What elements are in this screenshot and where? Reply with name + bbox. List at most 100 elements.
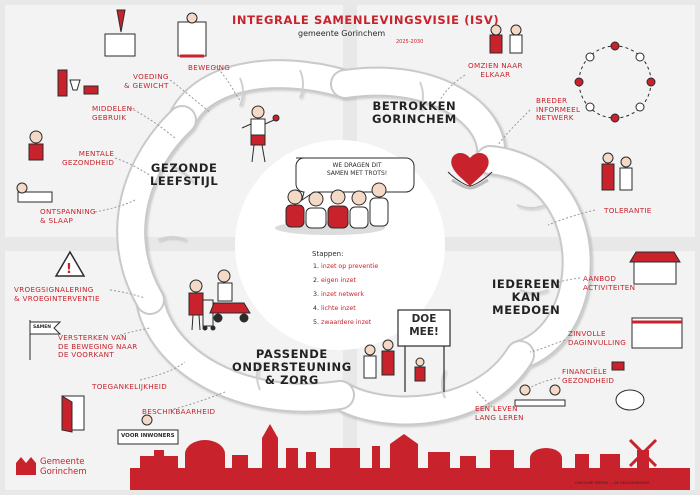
label-middelengebruik: MIDDELEN- GEBRUIK	[92, 104, 136, 122]
sign-line: MEE!	[409, 326, 439, 338]
label-line: BREDER	[536, 96, 568, 105]
label-line: NETWERK	[536, 113, 574, 123]
gorinchem-skyline	[130, 424, 690, 490]
label-line: & SLAAP	[40, 215, 74, 225]
label-toegankelijkheid: TOEGANKELIJKHEID	[92, 382, 168, 391]
label-line: AANBOD	[583, 274, 617, 283]
segment-passende-ondersteuning: PASSENDE ONDERSTEUNING & ZORG	[232, 348, 352, 387]
step-item: 3. inzet netwerk	[313, 291, 364, 298]
step-item: 2. eigen inzet	[313, 277, 356, 284]
segment-iedereen-kan-meedoen: IEDEREEN KAN MEEDOEN	[492, 278, 561, 317]
label-zinvolle-daginvulling: ZINVOLLE DAGINVULLING	[568, 329, 627, 347]
piggy-bank-icon	[611, 361, 645, 411]
sleeping-person-icon	[16, 182, 53, 203]
label-line: ONTSPANNING	[40, 207, 96, 216]
heart-hands-illustration	[447, 152, 493, 190]
label-vroegsignalering: VROEGSIGNALERING & VROEGINTERVENTIE	[14, 285, 100, 303]
athlete-illustration	[241, 105, 280, 163]
label-line: GEZONDHEID	[562, 375, 615, 385]
label-line: DE VOORKANT	[58, 350, 115, 360]
doe-mee-text: DOE MEE!	[402, 313, 446, 339]
network-circle-icon	[574, 41, 656, 123]
segment-line: & ZORG	[264, 373, 319, 387]
segment-line: GEZONDE	[150, 161, 218, 175]
sports-shoes-icon	[177, 12, 207, 58]
label-line: MIDDELEN-	[92, 104, 136, 113]
label-mentale-gezondheid: MENTALE GEZONDHEID	[62, 149, 115, 167]
label-line: GEBRUIK	[92, 112, 127, 122]
label-ontspanning-slaap: ONTSPANNING & SLAAP	[40, 207, 96, 225]
step-text: zwaardere inzet	[321, 319, 372, 326]
speech-line: SAMEN MET TROTS!	[326, 170, 388, 177]
doe-mee-sign	[397, 309, 451, 392]
gemeente-logo-icon	[16, 457, 36, 475]
label-voeding: VOEDING & GEWICHT	[124, 72, 169, 90]
family-illustration	[363, 339, 426, 382]
market-stall-icon	[629, 251, 681, 285]
wine-glass-icon	[57, 69, 99, 97]
page-subtitle: gemeente Gorinchem	[298, 29, 386, 38]
label-line: ACTIVITEITEN	[583, 282, 636, 292]
label-omzien-naar-elkaar: OMZIEN NAAR ELKAAR	[468, 61, 523, 79]
label-line: ELKAAR	[480, 69, 511, 79]
connector-lines	[94, 65, 596, 411]
step-text: inzet netwerk	[321, 291, 365, 298]
label-line: & VROEGINTERVENTIE	[14, 293, 100, 303]
step-item: 4. lichte inzet	[313, 305, 356, 312]
label-line: OMZIEN NAAR	[468, 61, 523, 70]
segment-gezonde-leefstijl: GEZONDE LEEFSTIJL	[150, 162, 218, 188]
learning-table-icon	[514, 384, 566, 407]
chain-ring	[116, 59, 592, 426]
footer-logo-text: Gemeente Gorinchem	[40, 457, 87, 477]
segment-line: KAN	[511, 290, 541, 304]
sign-voor-inwoners: VOOR INWONERS	[121, 433, 175, 439]
step-number: 4.	[313, 305, 320, 312]
label-line: DAGINVULLING	[568, 337, 627, 347]
segment-line: LEEFSTIJL	[150, 174, 219, 188]
label-line: VOEDING	[133, 72, 169, 81]
workshop-window-icon	[631, 317, 683, 349]
label-breder-informeel-netwerk: BREDER INFORMEEL NETWERK	[536, 96, 581, 123]
label-line: DE BEWEGING NAAR	[58, 341, 138, 351]
open-door-icon	[61, 395, 85, 433]
footer-credit: CAROLINE PEPERS — DE BEELDENMAKER	[575, 481, 650, 485]
warning-triangle-icon: !	[54, 250, 86, 277]
logo-line: Gorinchem	[40, 466, 87, 477]
label-line: VERSTERKEN VAN	[58, 333, 127, 342]
label-line: ZINVOLLE	[568, 329, 606, 338]
label-versterken: VERSTERKEN VAN DE BEWEGING NAAR DE VOORK…	[58, 333, 138, 360]
label-line: VROEGSIGNALERING	[14, 285, 94, 294]
helping-people-icon	[489, 24, 523, 54]
page-title: INTEGRALE SAMENLEVINGSVISIE (ISV)	[232, 13, 500, 27]
step-number: 2.	[313, 277, 320, 284]
label-line: EEN LEVEN	[475, 404, 518, 413]
segment-line: GORINCHEM	[372, 112, 457, 126]
label-tolerantie: TOLERANTIE	[604, 206, 652, 215]
logo-line: Gemeente	[40, 457, 85, 467]
steps-title: Stappen:	[312, 250, 344, 258]
segment-line: ONDERSTEUNING	[232, 360, 352, 374]
carrot-basket-icon	[104, 9, 136, 57]
label-aanbod-activiteiten: AANBOD ACTIVITEITEN	[583, 274, 636, 292]
speech-line: WE DRAGEN DIT	[332, 162, 382, 169]
thinking-person-icon	[28, 130, 44, 161]
label-line: INFORMEEL	[536, 104, 581, 114]
sign-line: DOE	[411, 313, 437, 325]
label-beweging: BEWEGING	[188, 63, 231, 72]
step-item: 5. zwaardere inzet	[313, 319, 371, 326]
label-line: LANG LEREN	[475, 412, 524, 422]
page-years: 2025-2030	[396, 39, 424, 45]
step-text: eigen inzet	[321, 277, 356, 284]
step-text: inzet op preventie	[321, 263, 379, 270]
signpost-icon	[117, 414, 179, 445]
segment-betrokken-gorinchem: BETROKKEN GORINCHEM	[372, 100, 457, 126]
svg-text:!: !	[66, 262, 72, 277]
segment-line: IEDEREEN	[492, 277, 561, 291]
step-text: lichte inzet	[321, 305, 356, 312]
step-item: 1. inzet op preventie	[313, 263, 378, 270]
flag-icon	[29, 320, 62, 360]
label-financiele-gezondheid: FINANCIËLE GEZONDHEID	[562, 367, 615, 385]
label-line: GEZONDHEID	[62, 157, 115, 167]
